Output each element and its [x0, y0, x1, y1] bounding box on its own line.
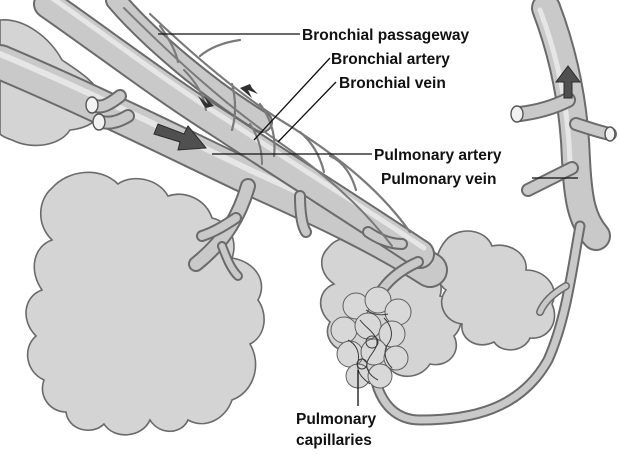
label-pulmonary-capillaries-line2: capillaries — [296, 432, 372, 449]
vein-cut-end-1 — [511, 106, 523, 122]
leader-bronchial-vein — [278, 82, 336, 142]
label-pulmonary-capillaries-line1: Pulmonary — [296, 411, 376, 428]
label-bronchial-artery: Bronchial artery — [331, 51, 450, 68]
vessel-cut-end-1 — [86, 97, 98, 113]
vessel-cut-end-2 — [93, 114, 105, 130]
label-bronchial-passageway: Bronchial passageway — [302, 27, 470, 44]
label-bronchial-vein: Bronchial vein — [339, 75, 446, 92]
vein-cut-end-2 — [605, 127, 615, 141]
flow-arrow-small-2 — [240, 84, 258, 98]
label-pulmonary-artery: Pulmonary artery — [374, 147, 502, 164]
label-pulmonary-vein: Pulmonary vein — [381, 171, 496, 188]
lung-lobe-large — [26, 172, 264, 435]
